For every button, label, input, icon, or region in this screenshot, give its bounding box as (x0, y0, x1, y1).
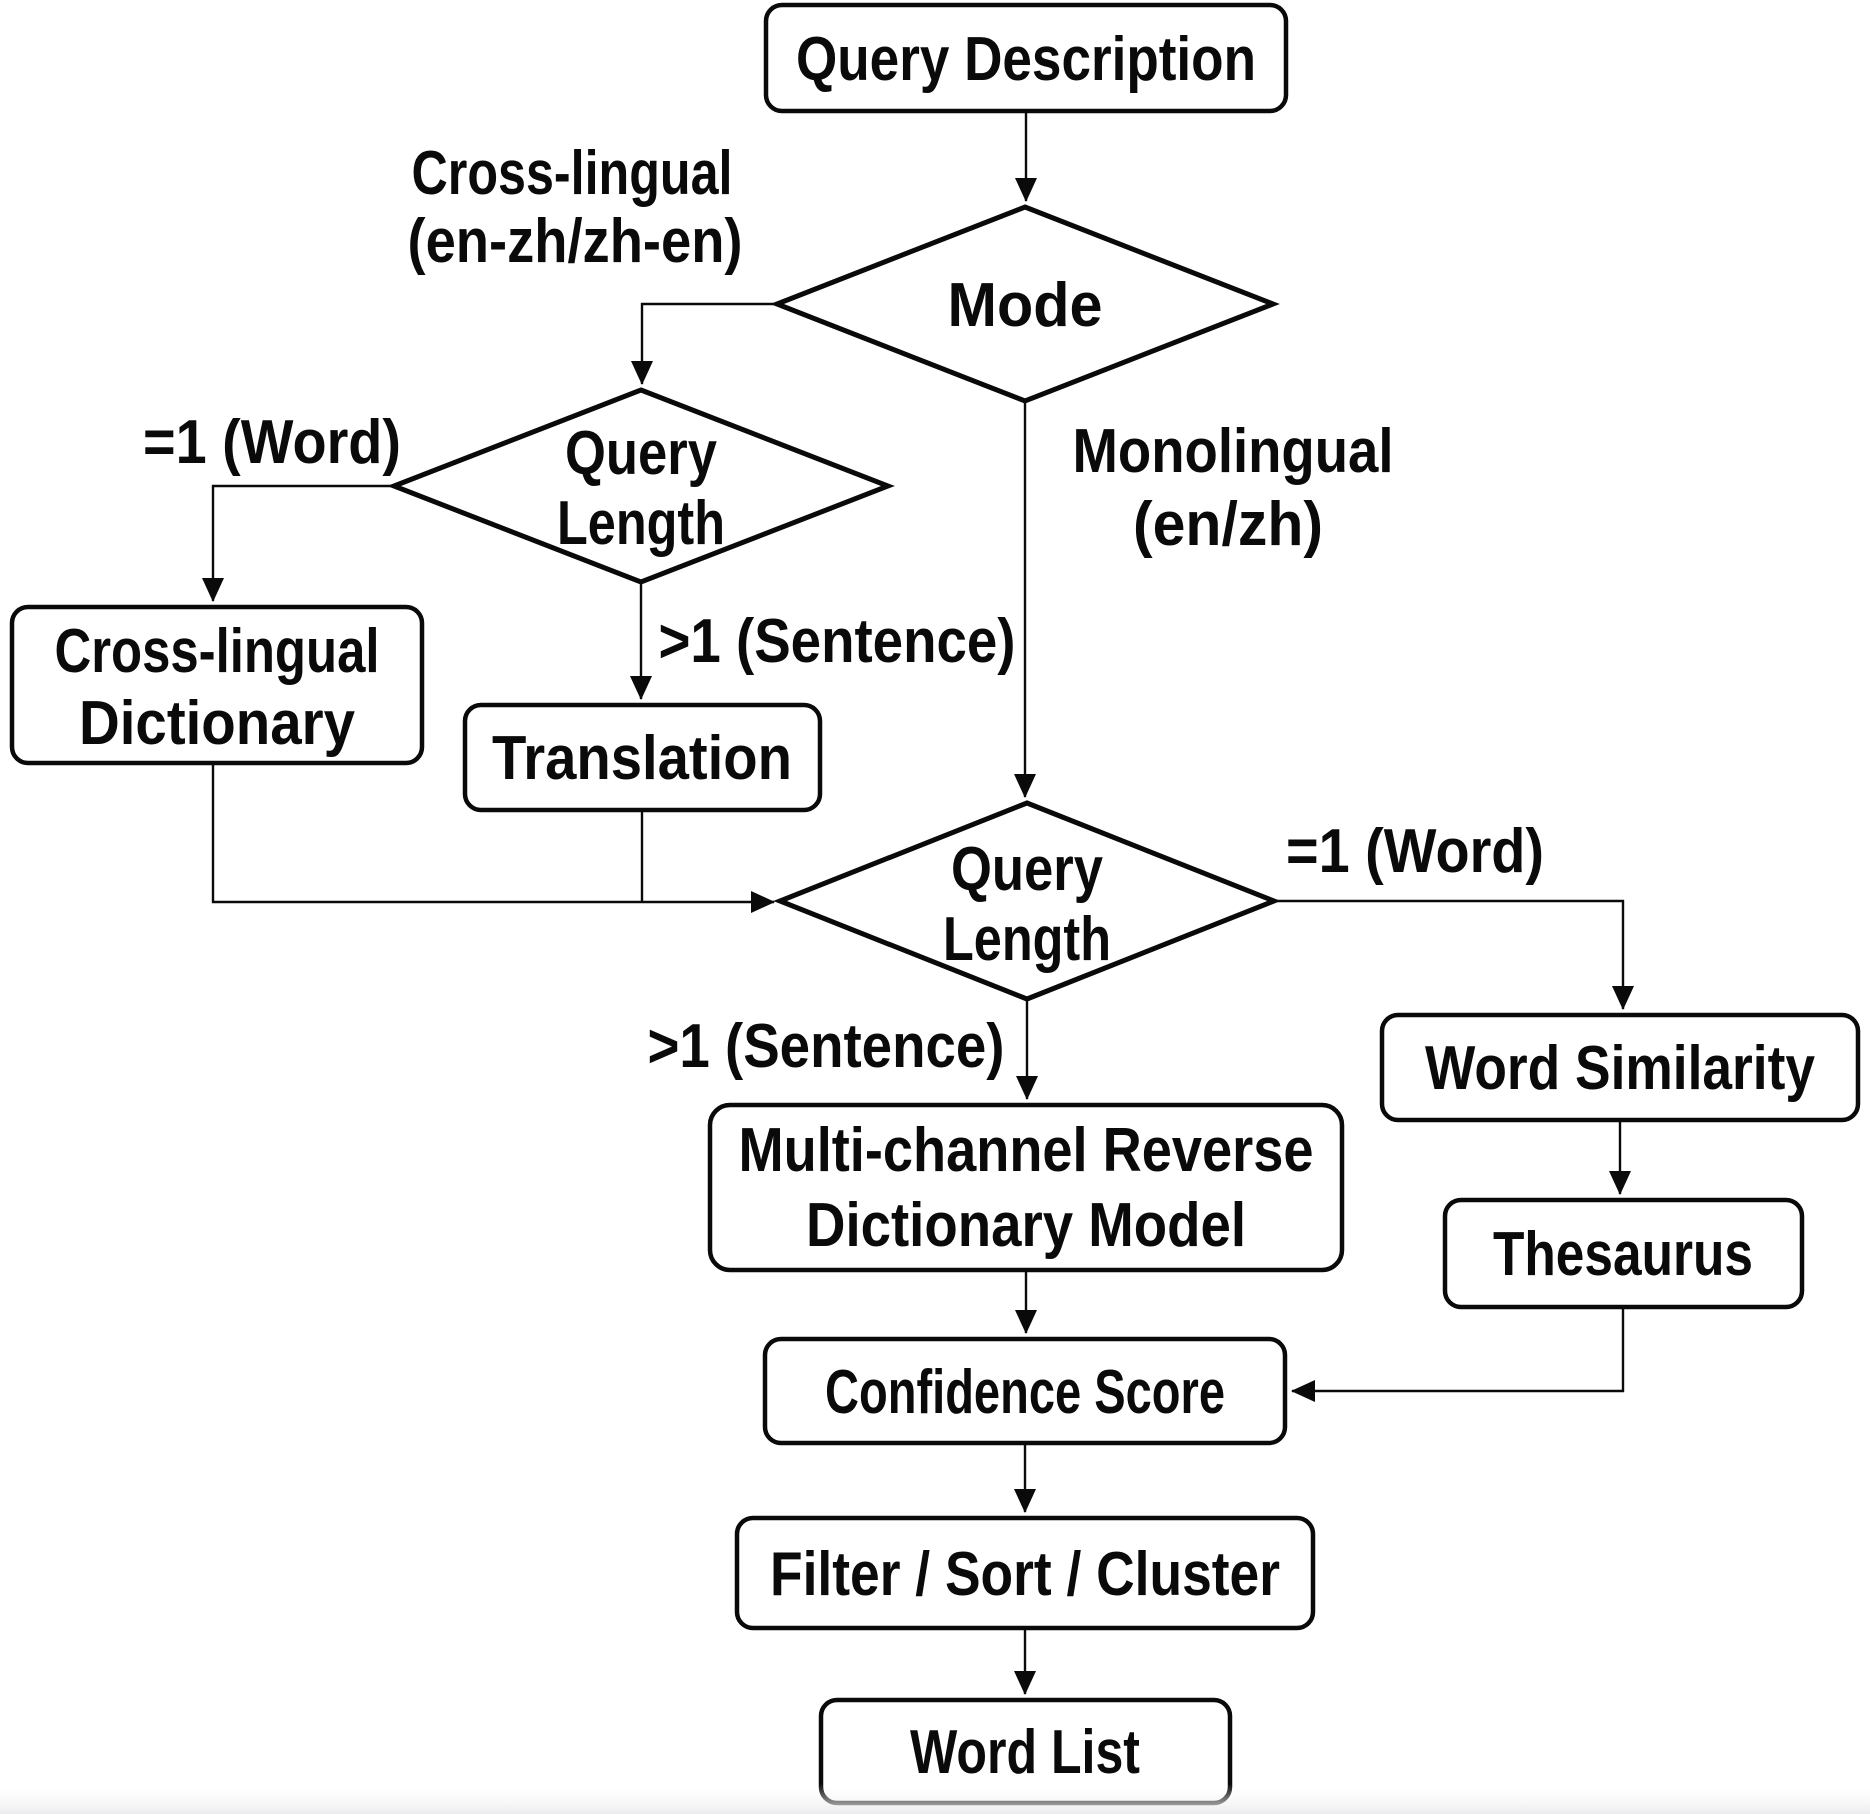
node-multi-channel-model: Multi-channel Reverse Dictionary Model (707, 1102, 1345, 1273)
mode-diamond (770, 204, 1280, 404)
node-word-list: Word List (818, 1697, 1233, 1806)
bottom-fade (0, 1784, 1870, 1814)
confidence-score-label: Confidence Score (825, 1358, 1225, 1427)
node-confidence-score: Confidence Score (762, 1336, 1288, 1446)
monolingual-branch-label-line2: (en/zh) (1133, 490, 1323, 559)
multi-channel-model-label-line2: Dictionary Model (806, 1191, 1246, 1260)
query-length-1-label-line2: Length (557, 489, 725, 558)
query-length-1-diamond (387, 387, 895, 585)
sentence-branch-2-label: >1 (Sentence) (648, 1012, 1005, 1081)
translation-box (462, 702, 823, 813)
translation-label: Translation (492, 724, 792, 793)
monolingual-branch-label-line1: Monolingual (1073, 417, 1394, 486)
filter-sort-cluster-box (734, 1515, 1316, 1631)
edge-querylength2-to-wordsimilarity (1274, 899, 1634, 1010)
thesaurus-box (1442, 1197, 1805, 1310)
cross-lingual-branch-label-line1: Cross-lingual (412, 139, 733, 208)
node-thesaurus: Thesaurus (1442, 1197, 1805, 1310)
confidence-score-box (762, 1336, 1288, 1446)
query-description-box (763, 2, 1289, 114)
node-word-similarity: Word Similarity (1379, 1012, 1861, 1123)
node-cross-lingual-dictionary: Cross-lingual Dictionary (9, 604, 425, 766)
multi-channel-model-label-line1: Multi-channel Reverse (739, 1116, 1314, 1185)
cross-lingual-branch-label-line2: (en-zh/zh-en) (408, 207, 743, 276)
query-length-2-diamond (773, 800, 1281, 1002)
node-query-description: Query Description (763, 2, 1289, 114)
node-filter-sort-cluster: Filter / Sort / Cluster (734, 1515, 1316, 1631)
query-description-label: Query Description (796, 25, 1256, 94)
word-branch-1-label: =1 (Word) (143, 408, 401, 477)
edge-thesaurus-to-confidencescore (1291, 1307, 1625, 1402)
word-similarity-label: Word Similarity (1425, 1034, 1815, 1103)
query-length-2-label-line1: Query (951, 835, 1103, 904)
decision-mode: Mode (770, 204, 1280, 404)
mode-label: Mode (948, 271, 1103, 340)
word-branch-2-label: =1 (Word) (1286, 817, 1544, 886)
query-length-1-label-line1: Query (565, 419, 717, 488)
node-translation: Translation (462, 702, 823, 813)
connectors (202, 111, 1634, 1695)
decision-query-length-1: Query Length (387, 387, 895, 585)
cross-lingual-dictionary-label-line2: Dictionary (79, 689, 355, 758)
multi-channel-model-box (707, 1102, 1345, 1273)
edge-mode-to-querylength1 (631, 302, 777, 385)
word-list-label: Word List (910, 1718, 1140, 1787)
thesaurus-label: Thesaurus (1493, 1220, 1753, 1289)
edge-crosslingualdictionary-to-querylength2 (211, 763, 775, 913)
cross-lingual-dictionary-box (9, 604, 425, 766)
filter-sort-cluster-label: Filter / Sort / Cluster (770, 1540, 1280, 1609)
edge-labels: Cross-lingual (en-zh/zh-en) Monolingual … (143, 139, 1544, 1081)
edge-querylength1-to-crosslingualdictionary (202, 484, 394, 602)
query-length-2-label-line2: Length (943, 905, 1111, 974)
decision-query-length-2: Query Length (773, 800, 1281, 1002)
cross-lingual-dictionary-label-line1: Cross-lingual (55, 617, 380, 686)
word-similarity-box (1379, 1012, 1861, 1123)
sentence-branch-1-label: >1 (Sentence) (659, 607, 1016, 676)
